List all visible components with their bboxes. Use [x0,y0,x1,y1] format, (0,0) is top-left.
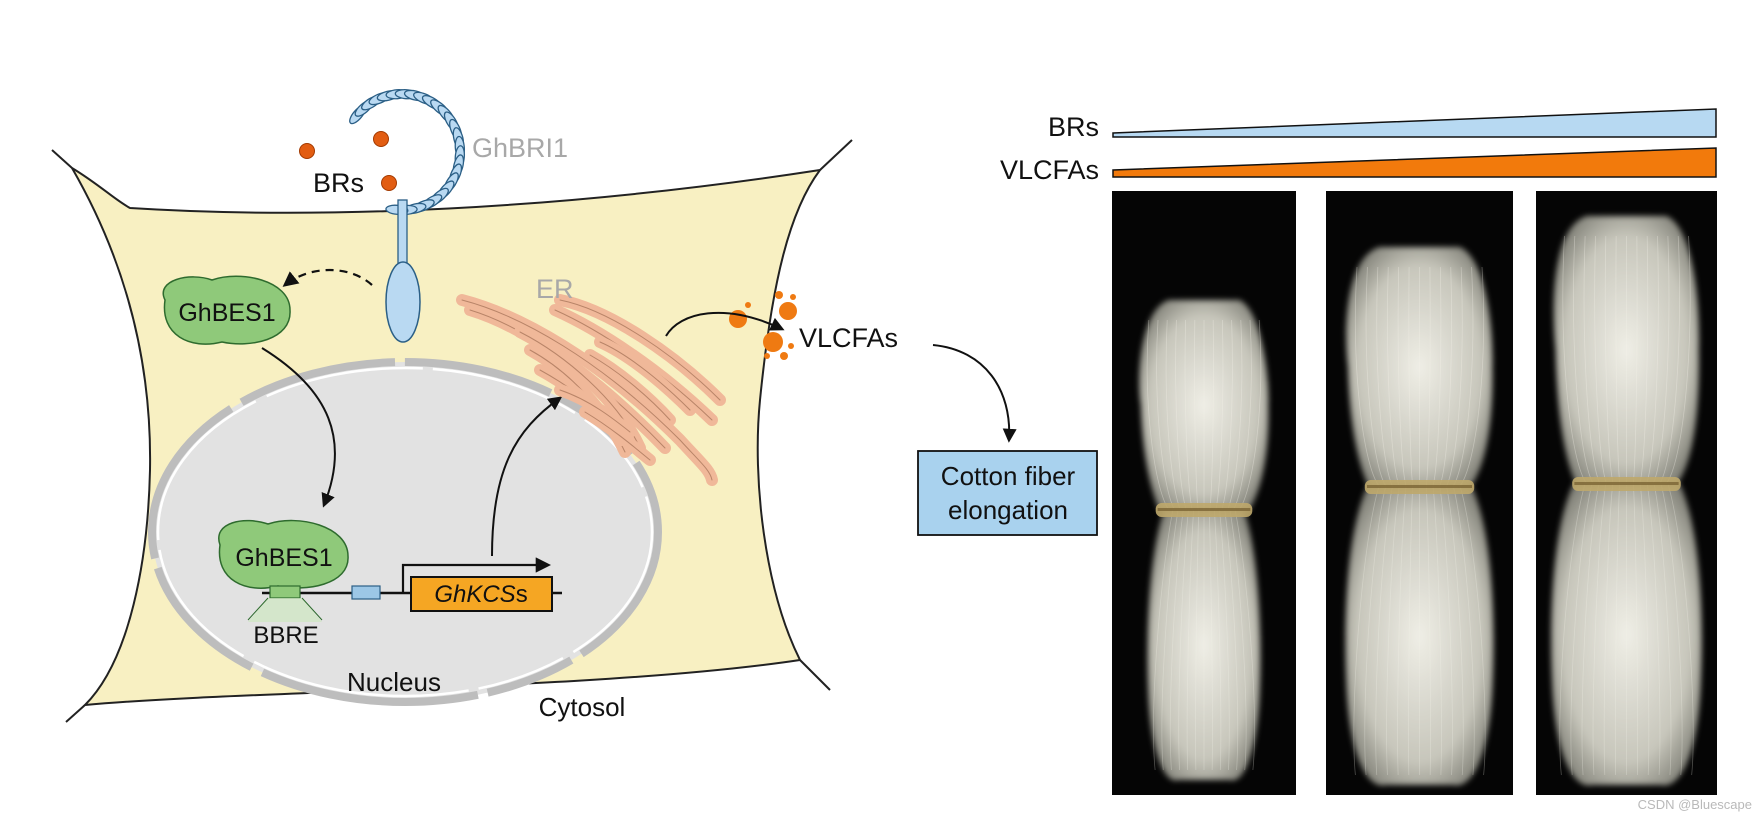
vlcfas-gradient-bar: VLCFAs [1000,147,1717,185]
fiber-photos [1112,191,1717,795]
receptor-transmembrane [397,199,408,266]
brs-gradient-bar: BRs [1048,108,1717,142]
br-molecule [381,175,397,191]
er-label: ER [536,274,574,304]
fiber-photo-panel [1536,191,1717,795]
cytosol-label: Cytosol [539,692,626,722]
br-molecule [299,143,315,159]
brs-gradient-label: BRs [1048,112,1099,142]
transcription-start-arrow [401,557,552,593]
nuclear-import-arrow [261,347,336,508]
er-cisterna-outline [461,299,713,481]
cotton-fiber-elongation-box: Cotton fiber elongation [917,450,1098,536]
er-cisterna-outline [589,354,671,421]
ghkcs-gene-box [410,576,553,612]
brs-label: BRs [313,168,364,198]
ghbes1-nucleus-label: GhBES1 [235,544,332,572]
er-cisterna-outline [599,341,691,411]
ghbes1-cytosol-label: GhBES1 [178,299,275,327]
er-cisterna-outline [559,299,721,401]
gene-construct: BBRE GhKCSs [247,557,562,649]
bbre-element [269,585,301,599]
dashed-signal-arrow [282,269,373,287]
br-molecule [373,131,389,147]
vlcfas-gradient-label: VLCFAs [1000,155,1099,185]
fiber-photo-panel [1112,191,1296,795]
outcome-line1: Cotton fiber [941,461,1076,491]
receptor-ghbri1 [349,88,466,343]
ghbes1-cytosol: GhBES1 [162,275,291,345]
vlcfas-label: VLCFAs [799,323,898,353]
er-cisterna-outline [559,389,631,433]
ghbes1-nucleus: GhBES1 [218,519,349,589]
gene-to-er-arrow [491,396,563,557]
outcome-line2: elongation [948,495,1068,525]
receptor-kinase-domain [385,261,421,343]
ghkcs-gene-label: GhKCSs [434,581,527,608]
cis-element [351,585,381,600]
brs-ligands [299,131,397,191]
secretion-arrow [665,311,785,337]
receptor-label: GhBRI1 [472,133,568,163]
er-cisterna-outline [584,411,651,461]
fiber-photo-panel [1326,191,1513,795]
vlcfas-to-elongation-arrow [932,344,1017,443]
endoplasmic-reticulum [456,294,726,486]
watermark: CSDN @Bluescape [1637,797,1752,812]
bbre-label: BBRE [253,622,318,649]
nucleus-label: Nucleus [347,667,441,697]
